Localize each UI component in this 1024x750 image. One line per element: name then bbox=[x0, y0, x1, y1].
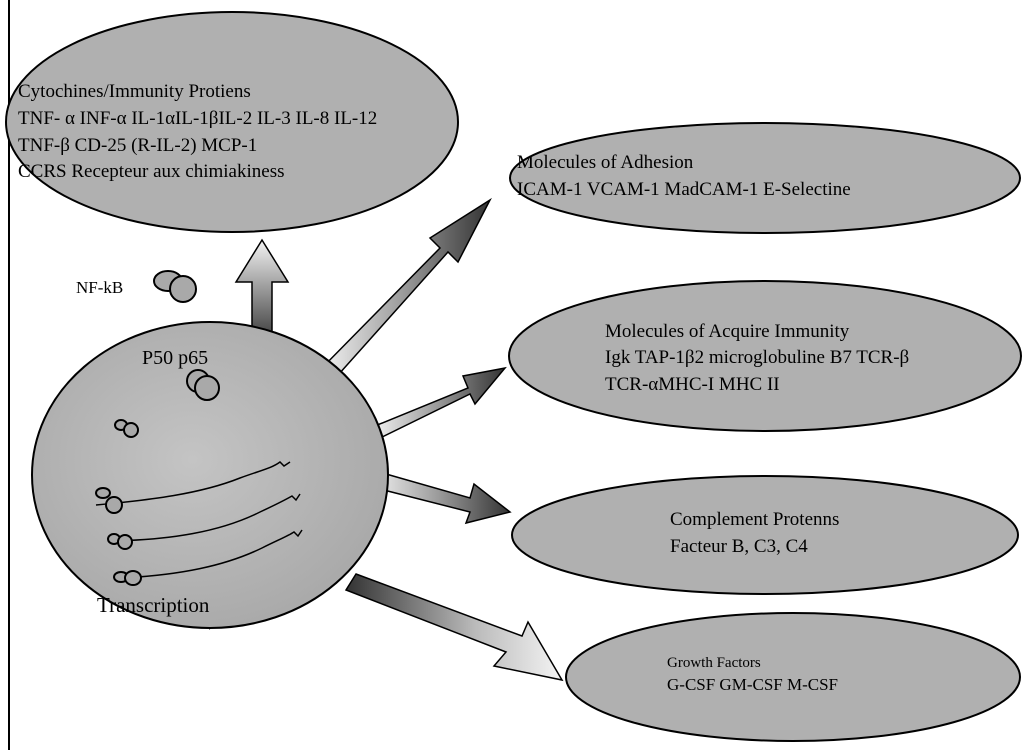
acquired-title: Molecules of Acquire Immunity bbox=[605, 321, 850, 342]
acquired-group: Molecules of Acquire Immunity Igk TAP-1β… bbox=[508, 280, 1022, 432]
nfkb-label: NF-kB bbox=[76, 278, 123, 297]
acquired-line2: TCR-αMHC-I MHC II bbox=[605, 374, 780, 395]
dna-strand-1 bbox=[95, 461, 291, 506]
complement-title: Complement Protenns bbox=[670, 509, 839, 530]
cytokines-line1: TNF- α INF-α IL-1αIL-1βIL-2 IL-3 IL-8 IL… bbox=[18, 108, 377, 129]
adhesion-ellipse bbox=[509, 122, 1021, 234]
cell-group: NF-kB P50 p65 Transcription bbox=[31, 270, 389, 630]
dna-bound-b2 bbox=[117, 534, 133, 550]
dna-bound-a2 bbox=[105, 496, 123, 514]
dna-bound-a1 bbox=[95, 487, 111, 499]
cytokines-line2: TNF-β CD-25 (R-IL-2) MCP-1 bbox=[18, 135, 257, 156]
complex-small-b bbox=[123, 422, 139, 438]
arrows-group bbox=[234, 197, 564, 682]
acquired-line1: Igk TAP-1β2 microglobuline B7 TCR-β bbox=[605, 347, 909, 368]
cytokines-ellipse bbox=[5, 11, 459, 233]
transcription-label: Transcription bbox=[97, 593, 210, 617]
complement-ellipse bbox=[511, 475, 1019, 595]
growth-ellipse bbox=[565, 612, 1021, 742]
dna-bound-c2 bbox=[124, 570, 142, 586]
growth-group: Growth Factors G-CSF GM-CSF M-CSF bbox=[565, 612, 1021, 742]
nfkb-molecule-large bbox=[169, 275, 197, 303]
adhesion-line1: ICAM-1 VCAM-1 MadCAM-1 E-Selectine bbox=[517, 179, 851, 200]
cytokines-group: Cytochines/Immunity Protiens TNF- α INF-… bbox=[5, 11, 459, 233]
acquired-ellipse bbox=[508, 280, 1022, 432]
dna-strand-3 bbox=[121, 529, 303, 579]
complement-line1: Facteur B, C3, C4 bbox=[670, 536, 808, 557]
arrow-to-acquired bbox=[369, 366, 507, 443]
dna-strand-2 bbox=[109, 493, 301, 542]
growth-line1: G-CSF GM-CSF M-CSF bbox=[667, 675, 838, 694]
p65-molecule bbox=[194, 375, 220, 401]
adhesion-group: Molecules of Adhesion ICAM-1 VCAM-1 MadC… bbox=[509, 122, 1021, 234]
cell-face bbox=[31, 321, 389, 629]
cytokines-title: Cytochines/Immunity Protiens bbox=[18, 81, 251, 102]
adhesion-title: Molecules of Adhesion bbox=[517, 152, 694, 173]
cytokines-line3: CCRS Recepteur aux chimiakiness bbox=[18, 161, 284, 182]
growth-title: Growth Factors bbox=[667, 655, 761, 671]
p50p65-label: P50 p65 bbox=[142, 347, 208, 369]
arrow-to-adhesion bbox=[316, 197, 492, 386]
arrow-to-growth bbox=[344, 573, 564, 682]
arrow-to-complement bbox=[367, 469, 512, 525]
complement-group: Complement Protenns Facteur B, C3, C4 bbox=[511, 475, 1019, 595]
